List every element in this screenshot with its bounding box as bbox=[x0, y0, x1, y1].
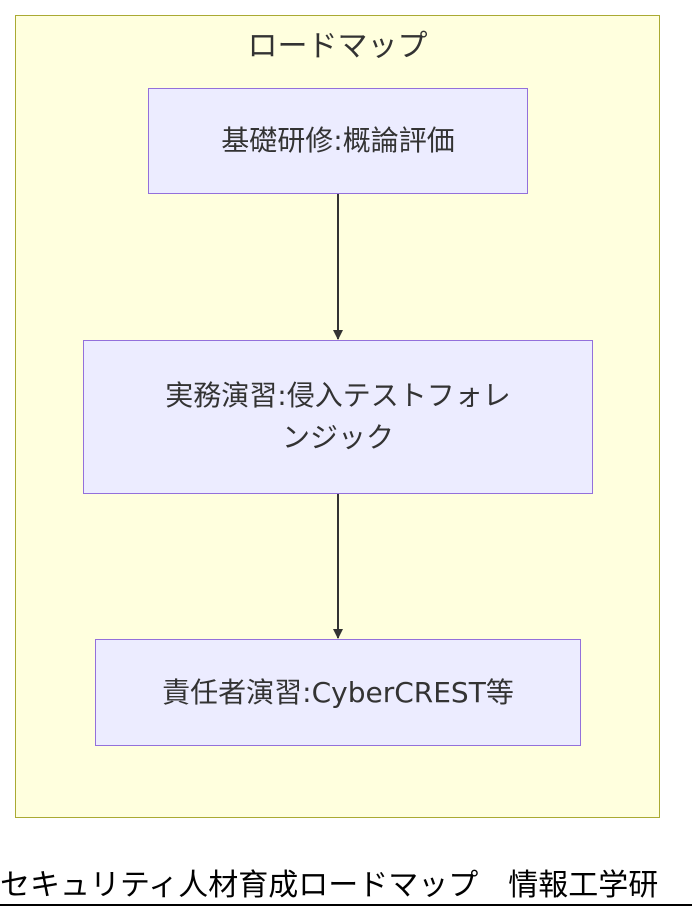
node-basic-training-label: 基礎研修:概論評価 bbox=[221, 124, 455, 157]
node-practical-exercise-label: 実務演習:侵入テストフォレ ンジック bbox=[165, 375, 510, 459]
node-practical-exercise-line-2: ンジック bbox=[281, 421, 394, 454]
node-manager-exercise: 責任者演習:CyberCREST等 bbox=[95, 639, 581, 746]
node-practical-exercise-line-1: 実務演習:侵入テストフォレ bbox=[165, 379, 511, 412]
node-manager-exercise-label: 責任者演習:CyberCREST等 bbox=[162, 675, 514, 709]
footer-caption: セキュリティ人材育成ロードマップ 情報工学研 bbox=[0, 866, 692, 906]
node-basic-training: 基礎研修:概論評価 bbox=[148, 88, 528, 194]
cluster-title: ロードマップ bbox=[247, 29, 428, 64]
node-practical-exercise: 実務演習:侵入テストフォレ ンジック bbox=[83, 340, 593, 494]
